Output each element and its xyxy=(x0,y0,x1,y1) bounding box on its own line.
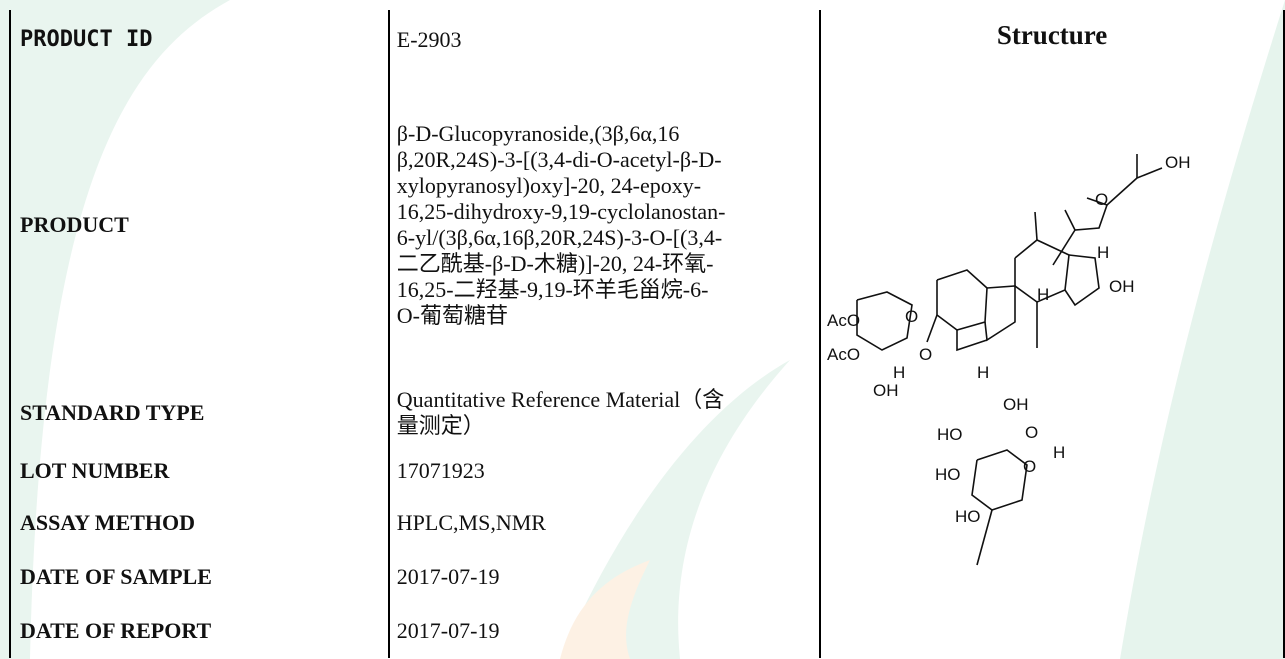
atom-o-glc-link: O xyxy=(1025,423,1038,442)
structure-title: Structure xyxy=(996,20,1108,50)
atom-h-c5: H xyxy=(977,363,989,382)
atom-oh-top: OH xyxy=(1165,153,1191,172)
row-value-product: β-D-Glucopyranoside,(3β,6α,16 β,20R,24S)… xyxy=(387,69,821,381)
ring-bonds xyxy=(856,154,1163,566)
row-label-date-of-report: DATE OF REPORT xyxy=(9,604,389,658)
row-value-assay-method: HPLC,MS,NMR xyxy=(387,496,821,550)
product-info-table: PRODUCT ID E-2903 Structure xyxy=(9,10,1285,658)
atom-oh-glc: OH xyxy=(1003,395,1029,414)
row-label-product: PRODUCT xyxy=(9,69,389,381)
structure-cell: Structure xyxy=(819,10,1285,658)
table-row: ASSAY METHOD HPLC,MS,NMR xyxy=(9,496,1284,550)
row-value-date-of-sample: 2017-07-19 xyxy=(387,550,821,604)
row-value-standard-type: Quantitative Reference Material（含 量测定） xyxy=(387,381,821,445)
atom-h-anom: H xyxy=(893,363,905,382)
table-row: DATE OF SAMPLE 2017-07-19 xyxy=(9,550,1284,604)
atom-ho-glc-2: HO xyxy=(935,465,961,484)
atom-o-link: O xyxy=(919,345,932,364)
atom-o-xyl: O xyxy=(905,307,918,326)
row-value-lot-number: 17071923 xyxy=(387,445,821,496)
atom-ho-ch2: HO xyxy=(955,507,981,526)
table-row: LOT NUMBER 17071923 xyxy=(9,445,1284,496)
row-label-product-id: PRODUCT ID xyxy=(9,10,389,69)
atom-h-c8: H xyxy=(1037,285,1049,304)
row-label-standard-type: STANDARD TYPE xyxy=(9,381,389,445)
atom-oh-xyl: OH xyxy=(873,381,899,400)
table-row: PRODUCT ID E-2903 Structure xyxy=(9,10,1285,658)
table-row: PRODUCT β-D-Glucopyranoside,(3β,6α,16 β,… xyxy=(9,69,1284,381)
atom-labels: OH O H OH H AcO AcO O H O OH H OH HO O H xyxy=(827,153,1191,526)
atom-ho-glc-1: HO xyxy=(937,425,963,444)
structure-image: OH O H OH H AcO AcO O H O OH H OH HO O H xyxy=(827,153,1191,566)
atom-h-glc: H xyxy=(1053,443,1065,462)
table-row: STANDARD TYPE Quantitative Reference Mat… xyxy=(9,381,1284,445)
row-label-date-of-sample: DATE OF SAMPLE xyxy=(9,550,389,604)
atom-h-c20: H xyxy=(1097,243,1109,262)
row-label-assay-method: ASSAY METHOD xyxy=(9,496,389,550)
atom-oh-c16: OH xyxy=(1109,277,1135,296)
atom-o-glc-ring: O xyxy=(1023,457,1036,476)
atom-aco-1: AcO xyxy=(827,311,860,330)
row-value-product-id: E-2903 xyxy=(387,10,821,69)
row-label-lot-number: LOT NUMBER xyxy=(9,445,389,496)
table-row: DATE OF REPORT 2017-07-19 xyxy=(9,604,1284,658)
atom-aco-2: AcO xyxy=(827,345,860,364)
row-value-date-of-report: 2017-07-19 xyxy=(387,604,821,658)
atom-o-furan: O xyxy=(1095,190,1108,209)
